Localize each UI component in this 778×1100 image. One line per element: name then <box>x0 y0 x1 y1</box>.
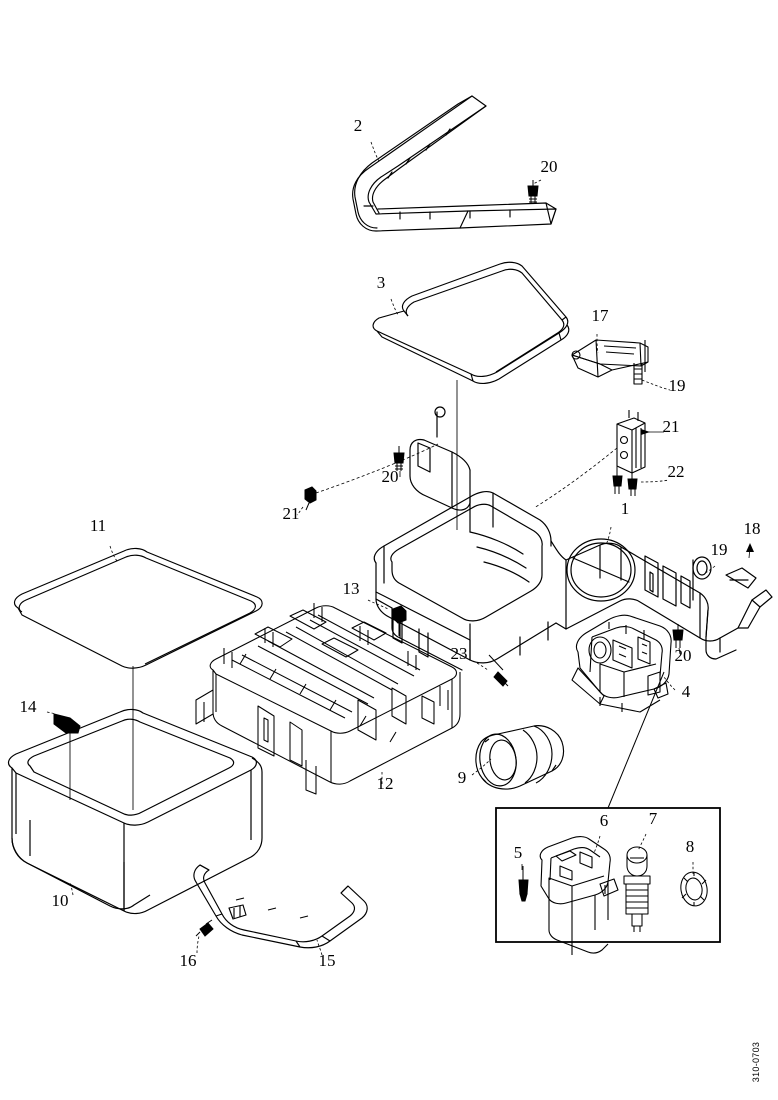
leader-3 <box>390 298 400 317</box>
leader-14 <box>46 711 56 715</box>
leader-6 <box>593 835 601 854</box>
arrow-21-right <box>641 429 650 435</box>
leader-20-right <box>678 647 681 655</box>
part-5-pin <box>518 866 529 902</box>
callout-15: 15 <box>319 951 336 970</box>
callout-23: 23 <box>451 644 468 663</box>
inset-leader <box>607 671 665 809</box>
callout-20c: 20 <box>675 646 692 665</box>
leader-7 <box>637 833 647 852</box>
part-3-lid-panel <box>372 261 570 385</box>
leader-16 <box>196 935 200 954</box>
part-14-clip-latch <box>53 713 81 734</box>
callout-6: 6 <box>600 811 609 830</box>
callout-19a: 19 <box>669 376 686 395</box>
callout-labels: 2 20 3 17 19 21 22 21 20 1 18 19 11 13 2… <box>20 116 761 970</box>
leader-17 <box>596 333 599 354</box>
callout-21a: 21 <box>663 417 680 436</box>
part-8-seal-ring <box>680 871 708 907</box>
part-2-upper-frame-seal <box>352 95 557 232</box>
leader-1 <box>605 526 612 546</box>
leader-19a <box>641 379 671 391</box>
part-11-cover-panel <box>13 547 263 669</box>
leader-21-left-tail <box>296 506 304 516</box>
leader-2 <box>370 141 380 162</box>
callout-20b: 20 <box>382 467 399 486</box>
arrow-18 <box>746 543 754 552</box>
leader-21-to-housing <box>533 447 618 509</box>
leader-10 <box>69 881 74 896</box>
leader-19b <box>703 565 716 575</box>
callout-17: 17 <box>592 306 610 325</box>
callout-8: 8 <box>686 837 695 856</box>
part-9-duct-boot <box>475 725 565 790</box>
leader-4 <box>663 676 676 691</box>
callout-11: 11 <box>90 516 106 535</box>
part-13-seal-strip <box>392 605 407 636</box>
part-15-front-trim <box>193 864 368 949</box>
callout-18: 18 <box>744 519 761 538</box>
part-21-latch-left <box>304 486 317 511</box>
callout-2: 2 <box>354 116 363 135</box>
leader-15 <box>316 939 323 956</box>
drawing-reference: 310-0703 <box>751 1042 761 1082</box>
leader-21-left <box>315 443 439 494</box>
callout-12: 12 <box>377 774 394 793</box>
leader-9 <box>471 758 492 776</box>
leader-23 <box>476 662 489 671</box>
part-10-lower-tray <box>7 708 263 915</box>
callout-22: 22 <box>668 462 685 481</box>
part-4-blower-assembly <box>571 614 672 713</box>
callout-19b: 19 <box>711 540 728 559</box>
part-20-screw-mid <box>393 446 405 471</box>
callout-10: 10 <box>52 891 69 910</box>
leader-11 <box>109 545 118 562</box>
part-7-switch <box>623 846 651 932</box>
leader-13 <box>367 599 389 610</box>
leader-20-top <box>532 179 542 185</box>
callout-3: 3 <box>377 273 386 292</box>
callout-20a: 20 <box>541 157 558 176</box>
part-1-main-housing <box>373 406 773 671</box>
callout-16: 16 <box>180 951 197 970</box>
callout-1: 1 <box>621 499 630 518</box>
part-12-chassis-frame <box>195 603 461 795</box>
callout-14: 14 <box>20 697 38 716</box>
callout-13: 13 <box>343 579 360 598</box>
part-20-screw-top <box>527 180 539 203</box>
part-22-screws <box>612 466 638 496</box>
part-16-screw-trim <box>195 919 214 937</box>
part-23-screw-long <box>488 654 509 687</box>
callout-5: 5 <box>514 843 523 862</box>
callout-4: 4 <box>682 682 691 701</box>
part-17-hinge-bracket <box>571 339 649 385</box>
callout-9: 9 <box>458 768 467 787</box>
part-20-screw-right <box>672 624 684 648</box>
callout-21b: 21 <box>283 504 300 523</box>
callout-7: 7 <box>649 809 658 828</box>
